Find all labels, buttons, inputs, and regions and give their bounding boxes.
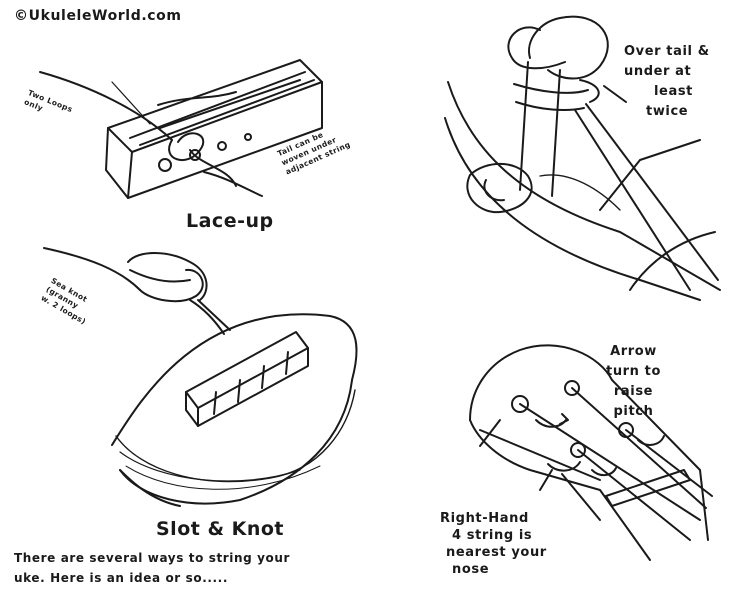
- tuner-peg-drawing: [444, 15, 721, 301]
- arrow-turn-line-2: turn to: [606, 364, 662, 379]
- right-hand-line-3: nearest your: [446, 545, 547, 560]
- lace-up-title: Lace-up: [186, 210, 274, 232]
- footer-line-2: uke. Here is an idea or so.....: [14, 571, 228, 585]
- over-tail-line-2: under at: [624, 64, 692, 79]
- right-hand-line-1: Right-Hand: [440, 511, 529, 526]
- headstock-drawing: [469, 344, 713, 561]
- over-tail-caption: Over tail & under at least twice: [624, 42, 710, 122]
- right-hand-note: Right-Hand 4 string is nearest your nose: [440, 510, 547, 578]
- lace-up-bridge-drawing: [39, 59, 323, 199]
- slot-knot-title: Slot & Knot: [156, 518, 285, 540]
- right-hand-line-4: nose: [452, 562, 490, 577]
- arrow-turn-line-1: Arrow: [610, 344, 657, 359]
- over-tail-line-1: Over tail &: [624, 44, 710, 59]
- slot-knot-drawing: [43, 247, 358, 507]
- right-hand-line-2: 4 string is: [452, 528, 533, 543]
- footer-line-1: There are several ways to string your: [14, 551, 291, 565]
- site-watermark: ©UkuleleWorld.com: [14, 8, 182, 24]
- arrow-turn-line-3: raise: [613, 384, 654, 399]
- arrow-turn-line-4: pitch: [613, 404, 654, 419]
- over-tail-line-3: least: [654, 84, 693, 99]
- over-tail-line-4: twice: [646, 104, 689, 119]
- arrow-turn-note: Arrow turn to raise pitch: [606, 342, 661, 422]
